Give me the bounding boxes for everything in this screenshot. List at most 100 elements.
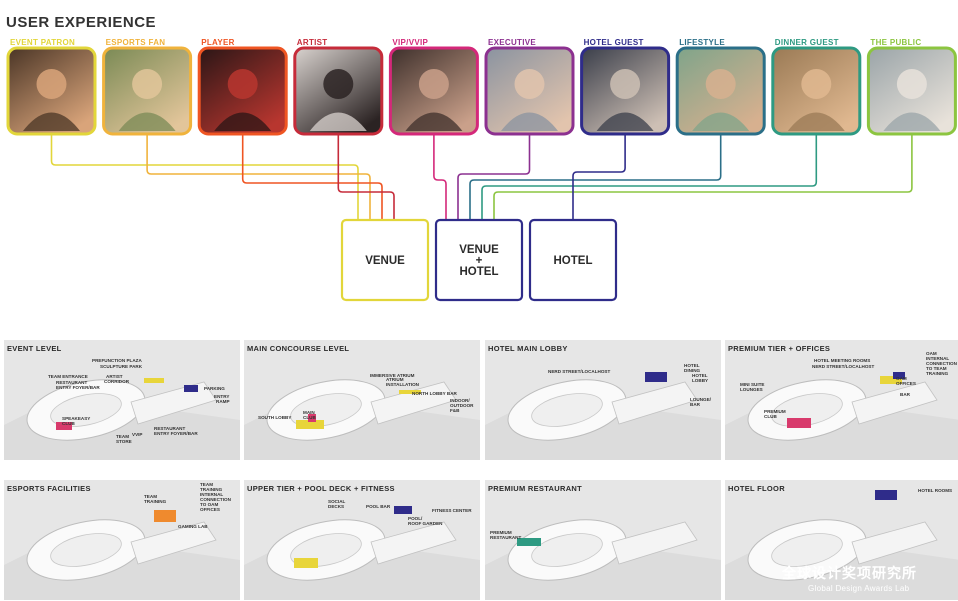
panel-annotation: CLUB bbox=[62, 421, 75, 426]
floor-plan-panels: EVENT LEVEL PREFUNCTION PLAZASCULPTURE PA… bbox=[4, 340, 958, 600]
panel-title: HOTEL FLOOR bbox=[728, 484, 785, 493]
panel-annotation: NERD STREET/LOCALHOST bbox=[548, 369, 610, 374]
panel-annotation: TRAINING bbox=[144, 499, 167, 504]
panel-annotation: F&B bbox=[450, 408, 460, 413]
program-zone bbox=[394, 506, 412, 514]
watermark-line-1: 全球设计奖项研究所 bbox=[781, 565, 917, 581]
panel-annotation: PARKING bbox=[204, 386, 225, 391]
connector-lines bbox=[52, 135, 912, 220]
portrait-head-icon bbox=[228, 69, 258, 99]
floor-panel-2: HOTEL MAIN LOBBYNERD STREET/LOCALHOSTHOT… bbox=[485, 340, 721, 460]
panel-annotation: LOBBY bbox=[692, 378, 708, 383]
portrait-head-icon bbox=[515, 69, 545, 99]
panel-annotation: RESTAURANT bbox=[490, 535, 521, 540]
persona-7: LIFESTYLE bbox=[677, 38, 764, 134]
persona-label: THE PUBLIC bbox=[870, 38, 921, 47]
persona-3: ARTIST bbox=[295, 38, 382, 134]
panel-annotation: SOUTH LOBBY bbox=[258, 415, 291, 420]
floor-panel-3: PREMIUM TIER + OFFICESHOTEL MEETING ROOM… bbox=[725, 340, 958, 460]
panel-title: UPPER TIER + POOL DECK + FITNESS bbox=[247, 484, 395, 493]
panel-annotation: FITNESS CENTER bbox=[432, 508, 472, 513]
panel-annotation: STORE bbox=[116, 439, 132, 444]
persona-8: DINNER GUEST bbox=[773, 38, 860, 134]
program-zone bbox=[645, 372, 667, 382]
destination-hotel: HOTEL bbox=[530, 220, 616, 300]
persona-0: EVENT PATRON bbox=[8, 38, 95, 134]
connector-line bbox=[52, 135, 359, 220]
panel-title: PREMIUM RESTAURANT bbox=[488, 484, 582, 493]
portrait-head-icon bbox=[897, 69, 927, 99]
program-zone bbox=[184, 385, 198, 392]
connector-line bbox=[494, 135, 912, 220]
panel-title: HOTEL MAIN LOBBY bbox=[488, 344, 568, 353]
destination-label: HOTEL bbox=[554, 255, 593, 267]
destination-label: VENUE bbox=[365, 255, 405, 267]
persona-2: PLAYER bbox=[199, 38, 286, 134]
portrait-head-icon bbox=[132, 69, 162, 99]
panel-title: MAIN CONCOURSE LEVEL bbox=[247, 344, 349, 353]
panel-annotation: TRAINING bbox=[926, 371, 949, 376]
persona-label: DINNER GUEST bbox=[775, 38, 839, 47]
destination-venue_hotel: VENUE+HOTEL bbox=[436, 220, 522, 300]
panel-annotation: TEAM ENTRANCE bbox=[48, 374, 88, 379]
connector-line bbox=[573, 135, 625, 220]
connector-line bbox=[243, 135, 382, 220]
persona-5: EXECUTIVE bbox=[486, 38, 573, 134]
panel-annotation: PREFUNCTION PLAZA bbox=[92, 358, 142, 363]
connector-line bbox=[470, 135, 721, 220]
floor-panel-4: ESPORTS FACILITIESTEAMTRAININGTEAMTRAINI… bbox=[4, 480, 240, 600]
panel-title: EVENT LEVEL bbox=[7, 344, 62, 353]
destination-venue: VENUE bbox=[342, 220, 428, 300]
panel-annotation: GAMING LAB bbox=[178, 524, 208, 529]
page-title: USER EXPERIENCE bbox=[6, 14, 156, 31]
portrait-head-icon bbox=[37, 69, 67, 99]
panel-annotation: POOL BAR bbox=[366, 504, 391, 509]
persona-label: EXECUTIVE bbox=[488, 38, 536, 47]
persona-label: ARTIST bbox=[297, 38, 328, 47]
connector-line bbox=[434, 135, 446, 220]
program-zone bbox=[875, 490, 897, 500]
portrait-head-icon bbox=[323, 69, 353, 99]
persona-9: THE PUBLIC bbox=[868, 38, 955, 134]
persona-row: EVENT PATRON ESPORTS FAN PLAYER ARTIST VIP/V… bbox=[8, 38, 955, 134]
panel-annotation: NERD STREET/LOCALHOST bbox=[812, 364, 874, 369]
panel-annotation: CLUB bbox=[764, 414, 777, 419]
portrait-head-icon bbox=[706, 69, 736, 99]
panel-annotation: CORRIDOR bbox=[104, 379, 130, 384]
panel-annotation: CLUB bbox=[303, 415, 316, 420]
panel-annotation: BAR bbox=[900, 392, 911, 397]
persona-label: EVENT PATRON bbox=[10, 38, 75, 47]
panel-annotation: NORTH LOBBY BAR bbox=[412, 391, 458, 396]
program-zone bbox=[787, 418, 811, 428]
portrait-head-icon bbox=[610, 69, 640, 99]
panel-annotation: OFFICES bbox=[200, 507, 220, 512]
persona-label: HOTEL GUEST bbox=[584, 38, 644, 47]
portrait-head-icon bbox=[419, 69, 449, 99]
panel-annotation: RAMP bbox=[216, 399, 230, 404]
panel-annotation: ENTRY FOYER/BAR bbox=[56, 385, 100, 390]
destination-label: HOTEL bbox=[460, 266, 499, 278]
panel-title: ESPORTS FACILITIES bbox=[7, 484, 91, 493]
program-zone bbox=[154, 510, 176, 522]
panel-annotation: SCULPTURE PARK bbox=[100, 364, 143, 369]
persona-1: ESPORTS FAN bbox=[104, 38, 191, 134]
portrait-head-icon bbox=[801, 69, 831, 99]
panel-annotation: LOUNGES bbox=[740, 387, 763, 392]
connector-line bbox=[147, 135, 370, 220]
floor-panel-5: UPPER TIER + POOL DECK + FITNESSSOCIALDE… bbox=[244, 480, 480, 600]
panel-annotation: HOTEL MEETING ROOMS bbox=[814, 358, 870, 363]
connector-line bbox=[482, 135, 816, 220]
panel-annotation: OFFICES bbox=[896, 381, 916, 386]
persona-label: LIFESTYLE bbox=[679, 38, 725, 47]
persona-6: HOTEL GUEST bbox=[582, 38, 669, 134]
panel-annotation: DECKS bbox=[328, 504, 344, 509]
persona-label: ESPORTS FAN bbox=[106, 38, 166, 47]
panel-annotation: INSTALLATION bbox=[386, 382, 420, 387]
panel-annotation: ENTRY FOYER/BAR bbox=[154, 431, 198, 436]
persona-4: VIP/VVIP bbox=[390, 38, 477, 134]
panel-annotation: HOTEL ROOMS bbox=[918, 488, 952, 493]
panel-annotation: VVIP bbox=[132, 432, 142, 437]
